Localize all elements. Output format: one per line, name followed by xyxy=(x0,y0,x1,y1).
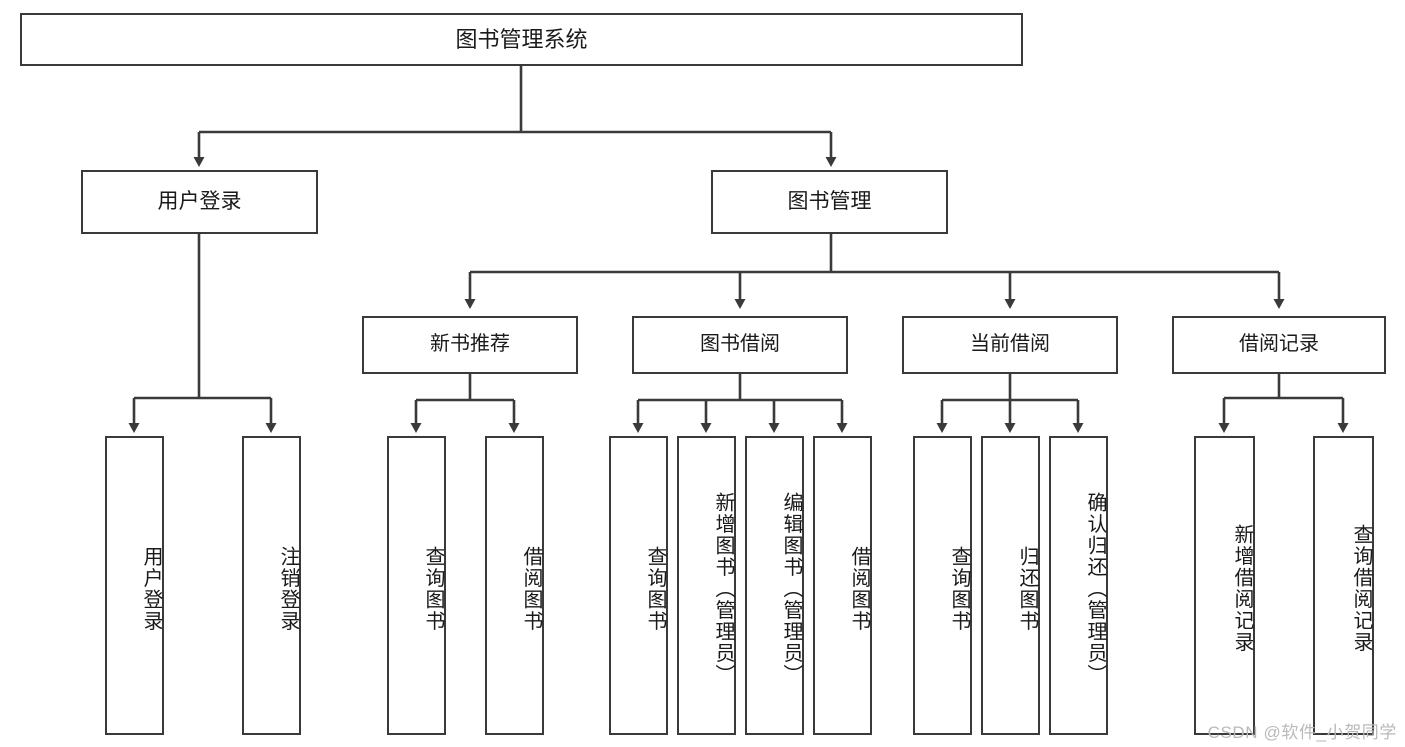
watermark-credit: CSDN @软件_小贺同学 xyxy=(1207,723,1397,742)
node-label: 新增借阅记录 xyxy=(1231,524,1253,653)
node-root-system[interactable]: 图书管理系统 xyxy=(20,13,1023,66)
node-user-login[interactable]: 用户登录 xyxy=(81,170,318,234)
node-label: 图书借阅 xyxy=(700,333,780,356)
leaf-current-borrow-return[interactable]: 归还图书 xyxy=(981,436,1040,735)
node-label: 注销登录 xyxy=(277,545,299,632)
node-label: 用户登录 xyxy=(140,545,162,632)
leaf-book-borrow-query[interactable]: 查询图书 xyxy=(609,436,668,735)
leaf-current-borrow-query[interactable]: 查询图书 xyxy=(913,436,972,735)
node-book-borrow[interactable]: 图书借阅 xyxy=(632,316,848,374)
node-new-book-recommend[interactable]: 新书推荐 xyxy=(362,316,578,374)
node-label: 确认归还（管理员） xyxy=(1084,491,1106,686)
node-label: 查询图书 xyxy=(644,545,666,632)
node-current-borrow[interactable]: 当前借阅 xyxy=(902,316,1118,374)
node-label: 当前借阅 xyxy=(970,333,1050,356)
node-book-management[interactable]: 图书管理 xyxy=(711,170,948,234)
node-label: 借阅图书 xyxy=(848,545,870,632)
node-label: 图书管理 xyxy=(787,189,872,213)
leaf-book-borrow-edit[interactable]: 编辑图书（管理员） xyxy=(745,436,804,735)
node-label: 编辑图书（管理员） xyxy=(780,491,802,686)
node-label: 归还图书 xyxy=(1016,545,1038,632)
leaf-user-login-login[interactable]: 用户登录 xyxy=(105,436,164,735)
leaf-borrow-record-query[interactable]: 查询借阅记录 xyxy=(1313,436,1374,735)
node-label: 用户登录 xyxy=(157,189,242,213)
node-label: 查询图书 xyxy=(948,545,970,632)
leaf-book-borrow-borrow[interactable]: 借阅图书 xyxy=(813,436,872,735)
leaf-new-book-query[interactable]: 查询图书 xyxy=(387,436,446,735)
node-label: 借阅记录 xyxy=(1239,333,1319,356)
leaf-user-login-logout[interactable]: 注销登录 xyxy=(242,436,301,735)
node-label: 图书管理系统 xyxy=(455,26,588,52)
node-label: 查询借阅记录 xyxy=(1350,524,1372,653)
leaf-borrow-record-add[interactable]: 新增借阅记录 xyxy=(1194,436,1255,735)
node-label: 新增图书（管理员） xyxy=(712,491,734,686)
leaf-current-borrow-confirm-return[interactable]: 确认归还（管理员） xyxy=(1049,436,1108,735)
leaf-new-book-borrow[interactable]: 借阅图书 xyxy=(485,436,544,735)
node-label: 新书推荐 xyxy=(430,333,510,356)
leaf-book-borrow-add[interactable]: 新增图书（管理员） xyxy=(677,436,736,735)
node-label: 借阅图书 xyxy=(520,545,542,632)
node-label: 查询图书 xyxy=(422,545,444,632)
node-borrow-record[interactable]: 借阅记录 xyxy=(1172,316,1386,374)
